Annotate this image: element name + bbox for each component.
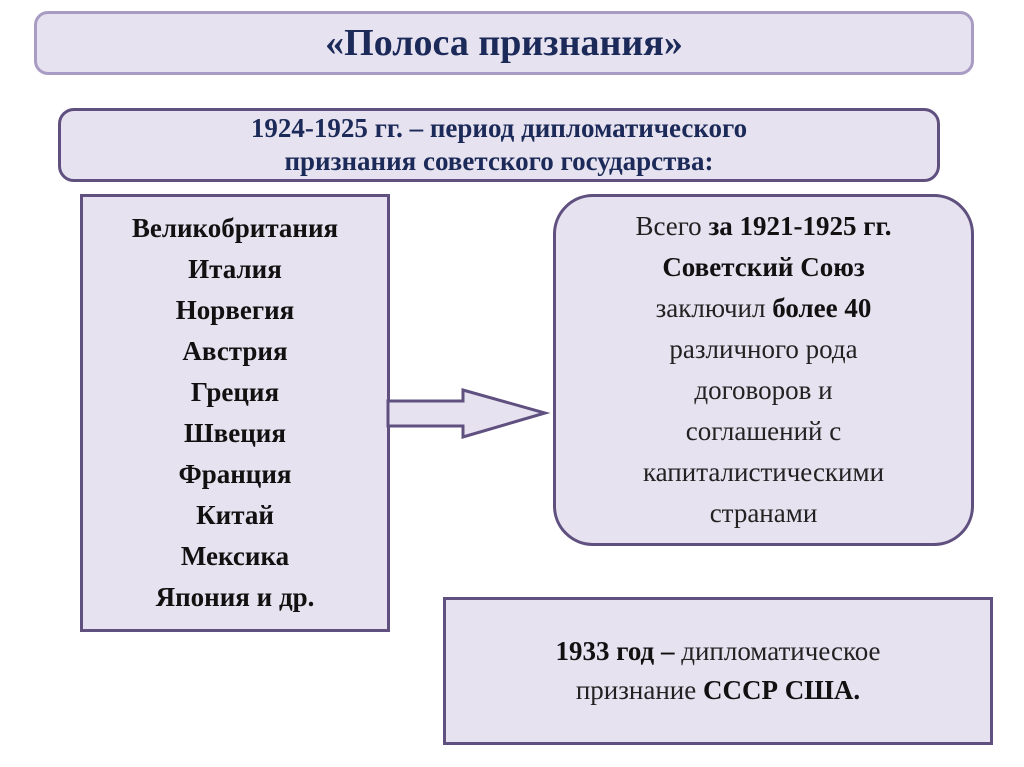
list-item: Швеция	[184, 418, 286, 448]
summary-text: заключил	[655, 293, 773, 323]
summary-bold: более 40	[772, 293, 872, 323]
list-item: Австрия	[182, 336, 288, 366]
period-box: 1924-1925 гг. – период дипломатического …	[58, 108, 940, 182]
summary-bold: Советский Союз	[662, 252, 865, 282]
list-item: Норвегия	[175, 295, 295, 325]
usa-recognition-box: 1933 год – дипломатическое признание ССС…	[443, 597, 993, 745]
summary-bold: за 1921-1925 гг.	[708, 211, 892, 241]
title-text: «Полоса признания»	[325, 22, 683, 64]
list-item: Великобритания	[131, 213, 339, 243]
list-item: Франция	[178, 459, 292, 489]
summary-text: Всего	[635, 211, 709, 241]
usa-text: дипломатическое	[674, 636, 881, 666]
list-item: Япония и др.	[155, 582, 315, 612]
period-line-1: 1924-1925 гг. – период дипломатического	[250, 113, 748, 143]
list-item: Италия	[188, 254, 282, 284]
usa-text: признание	[575, 675, 703, 705]
countries-list: Великобритания Италия Норвегия Австрия Г…	[80, 194, 390, 632]
usa-bold: СССР США.	[703, 675, 861, 705]
summary-text: соглашений с	[685, 416, 842, 446]
summary-text: договоров и	[694, 375, 833, 405]
summary-text: странами	[709, 498, 818, 528]
list-item: Греция	[190, 377, 280, 407]
summary-text: капиталистическими	[642, 457, 885, 487]
slide-title: «Полоса признания»	[34, 11, 974, 75]
list-item: Мексика	[180, 541, 290, 571]
usa-bold: 1933 год –	[555, 636, 675, 666]
list-item: Китай	[196, 500, 274, 530]
summary-text: различного рода	[669, 334, 858, 364]
period-line-2: признания советского государства:	[284, 146, 714, 176]
summary-box: Всего за 1921-1925 гг. Советский Союз за…	[553, 194, 974, 546]
